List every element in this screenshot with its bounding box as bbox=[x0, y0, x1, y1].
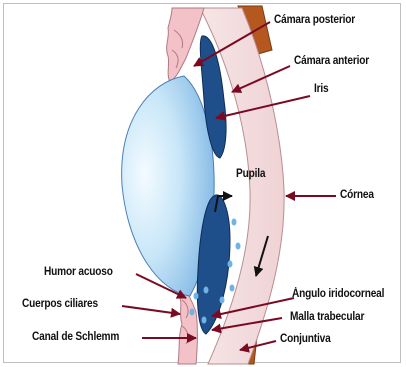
label-camara-anterior: Cámara anterior bbox=[294, 55, 369, 67]
label-cornea: Córnea bbox=[340, 189, 374, 201]
label-cuerpos-ciliares: Cuerpos ciliares bbox=[22, 298, 98, 310]
label-camara-posterior: Cámara posterior bbox=[274, 14, 355, 26]
label-pupila: Pupila bbox=[236, 168, 265, 180]
ciliary-body-top bbox=[167, 8, 204, 82]
label-conjuntiva: Conjuntiva bbox=[280, 333, 331, 345]
label-iris: Iris bbox=[314, 83, 328, 95]
label-malla-trabecular: Malla trabecular bbox=[290, 311, 364, 323]
label-canal-schlemm: Canal de Schlemm bbox=[32, 331, 119, 343]
label-humor-acuoso: Humor acuoso bbox=[44, 266, 113, 278]
label-angulo-iridocorneal: Ángulo iridocorneal bbox=[292, 288, 384, 300]
pointer-cuerpos-ciliares bbox=[122, 306, 180, 314]
